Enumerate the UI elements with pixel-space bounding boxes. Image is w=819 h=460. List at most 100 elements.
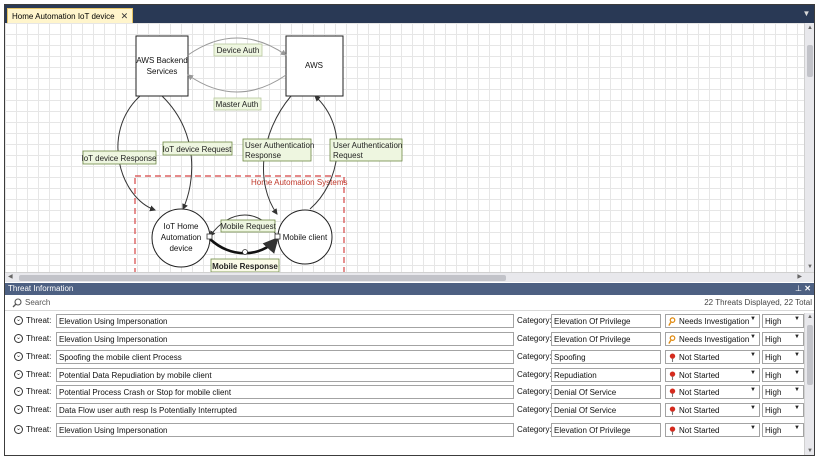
flow-label-user-auth-response-2: Response [245,151,282,160]
priority-dropdown[interactable]: High▼ [762,385,804,399]
selection-handle-end[interactable] [274,233,281,240]
threat-title-field[interactable]: Spoofing the mobile client Process [56,350,514,364]
flow-label-box-mobile-request [220,219,276,233]
close-icon[interactable]: ✕ [120,10,129,21]
category-label: Category: [517,352,552,361]
threat-count: 22 Threats Displayed, 22 Total [704,298,812,307]
scroll-down-icon[interactable]: ▼ [807,264,813,270]
pin-icon[interactable]: ⊥ [795,284,802,293]
scroll-thumb[interactable] [807,45,813,77]
threat-row[interactable]: ⌄Threat:Data Flow user auth resp Is Pote… [5,402,804,418]
pin-icon [668,388,679,397]
tab-home-automation[interactable]: Home Automation IoT device ✕ [7,8,134,23]
flow-label-box-device-auth [213,43,263,57]
threat-title-field[interactable]: Data Flow user auth resp Is Potentially … [56,403,514,417]
expand-row-icon[interactable]: ⌄ [14,334,23,343]
flow-label-user-auth-response-1: User Authentication [245,141,314,150]
search-input[interactable]: Search [25,298,51,307]
priority-dropdown[interactable]: High▼ [762,403,804,417]
priority-dropdown[interactable]: High▼ [762,350,804,364]
scroll-up-icon[interactable]: ▲ [807,25,813,31]
status-dropdown[interactable]: Not Started▼ [665,403,760,417]
panel-close-icon[interactable]: ✕ [804,284,811,293]
category-field[interactable]: Spoofing [551,350,661,364]
flow-master-auth[interactable] [187,74,287,93]
scroll-right-icon[interactable]: ▶ [797,274,802,280]
status-dropdown[interactable]: Not Started▼ [665,368,760,382]
scroll-up-icon[interactable]: ▲ [807,314,813,320]
chevron-down-icon: ▼ [794,316,800,322]
diagram-svg: Home Automation Systems AWS Backend Serv… [81,35,403,272]
priority-dropdown[interactable]: High▼ [762,423,804,437]
node-aws-backend-label-1: AWS Backend [136,56,187,65]
node-aws-backend-label-2: Services [147,67,178,76]
flow-label-device-auth: Device Auth [217,46,260,55]
scroll-thumb[interactable] [807,325,813,385]
priority-dropdown[interactable]: High▼ [762,314,804,328]
flow-label-box-master-auth [213,97,262,111]
status-value: Not Started [679,406,720,415]
expand-row-icon[interactable]: ⌄ [14,370,23,379]
status-dropdown[interactable]: Not Started▼ [665,423,760,437]
status-dropdown[interactable]: Not Started▼ [665,350,760,364]
flow-iot-device-request[interactable] [161,95,193,210]
chevron-down-icon: ▼ [750,370,756,376]
node-aws-backend[interactable] [135,35,189,97]
canvas-horizontal-scrollbar[interactable]: ◀ ▶ [5,272,814,282]
scroll-thumb-horizontal[interactable] [19,275,506,281]
threat-row[interactable]: ⌄Threat:Potential Process Crash or Stop … [5,384,804,400]
expand-row-icon[interactable]: ⌄ [14,352,23,361]
diagram-canvas[interactable]: Home Automation Systems AWS Backend Serv… [5,23,804,272]
category-field[interactable]: Repudiation [551,368,661,382]
priority-value: High [765,426,782,435]
threat-label: Threat: [26,352,52,361]
threat-list-scrollbar[interactable]: ▲ ▼ [804,313,814,455]
expand-row-icon[interactable]: ⌄ [14,405,23,414]
pin-icon [668,371,679,380]
category-field[interactable]: Denial Of Service [551,403,661,417]
status-value: Not Started [679,388,720,397]
threat-title-field[interactable]: Elevation Using Impersonation [56,423,514,437]
pin-icon [668,353,679,362]
status-dropdown[interactable]: Not Started▼ [665,385,760,399]
person-icon [668,335,679,344]
trust-boundary[interactable] [134,175,345,272]
node-iot-home-label-2: Automation [161,233,201,242]
canvas-vertical-scrollbar[interactable]: ▲ ▼ [804,23,814,272]
status-dropdown[interactable]: Needs Investigation▼ [665,332,760,346]
expand-row-icon[interactable]: ⌄ [14,425,23,434]
priority-dropdown[interactable]: High▼ [762,368,804,382]
selection-handle-mid[interactable] [242,249,248,255]
flow-device-auth[interactable] [187,37,287,56]
chevron-down-icon: ▼ [794,352,800,358]
threat-title-field[interactable]: Elevation Using Impersonation [56,314,514,328]
expand-row-icon[interactable]: ⌄ [14,387,23,396]
priority-dropdown[interactable]: High▼ [762,332,804,346]
selection-handle-start[interactable] [206,233,213,240]
tab-title: Home Automation IoT device [12,11,115,21]
category-field[interactable]: Denial Of Service [551,385,661,399]
threat-title-field[interactable]: Potential Process Crash or Stop for mobi… [56,385,514,399]
category-label: Category: [517,316,552,325]
node-mobile-client-label: Mobile client [283,233,328,242]
threat-title-field[interactable]: Potential Data Repudiation by mobile cli… [56,368,514,382]
flow-label-box-user-auth-request [329,138,403,162]
status-dropdown[interactable]: Needs Investigation▼ [665,314,760,328]
flow-label-iot-device-response: IoT device Response [81,154,157,163]
category-field[interactable]: Elevation Of Privilege [551,314,661,328]
tab-list-dropdown-icon[interactable]: ▼ [802,9,811,18]
scroll-down-icon[interactable]: ▼ [807,448,813,454]
threat-title-field[interactable]: Elevation Using Impersonation [56,332,514,346]
threat-row[interactable]: ⌄Threat:Potential Data Repudiation by mo… [5,367,804,383]
person-icon [668,317,679,326]
threat-row[interactable]: ⌄Threat: Spoofing the mobile client Proce… [5,349,804,365]
scroll-left-icon[interactable]: ◀ [8,274,13,280]
flow-label-box-iot-device-request [162,141,233,156]
category-field[interactable]: Elevation Of Privilege [551,423,661,437]
category-field[interactable]: Elevation Of Privilege [551,332,661,346]
expand-row-icon[interactable]: ⌄ [14,316,23,325]
